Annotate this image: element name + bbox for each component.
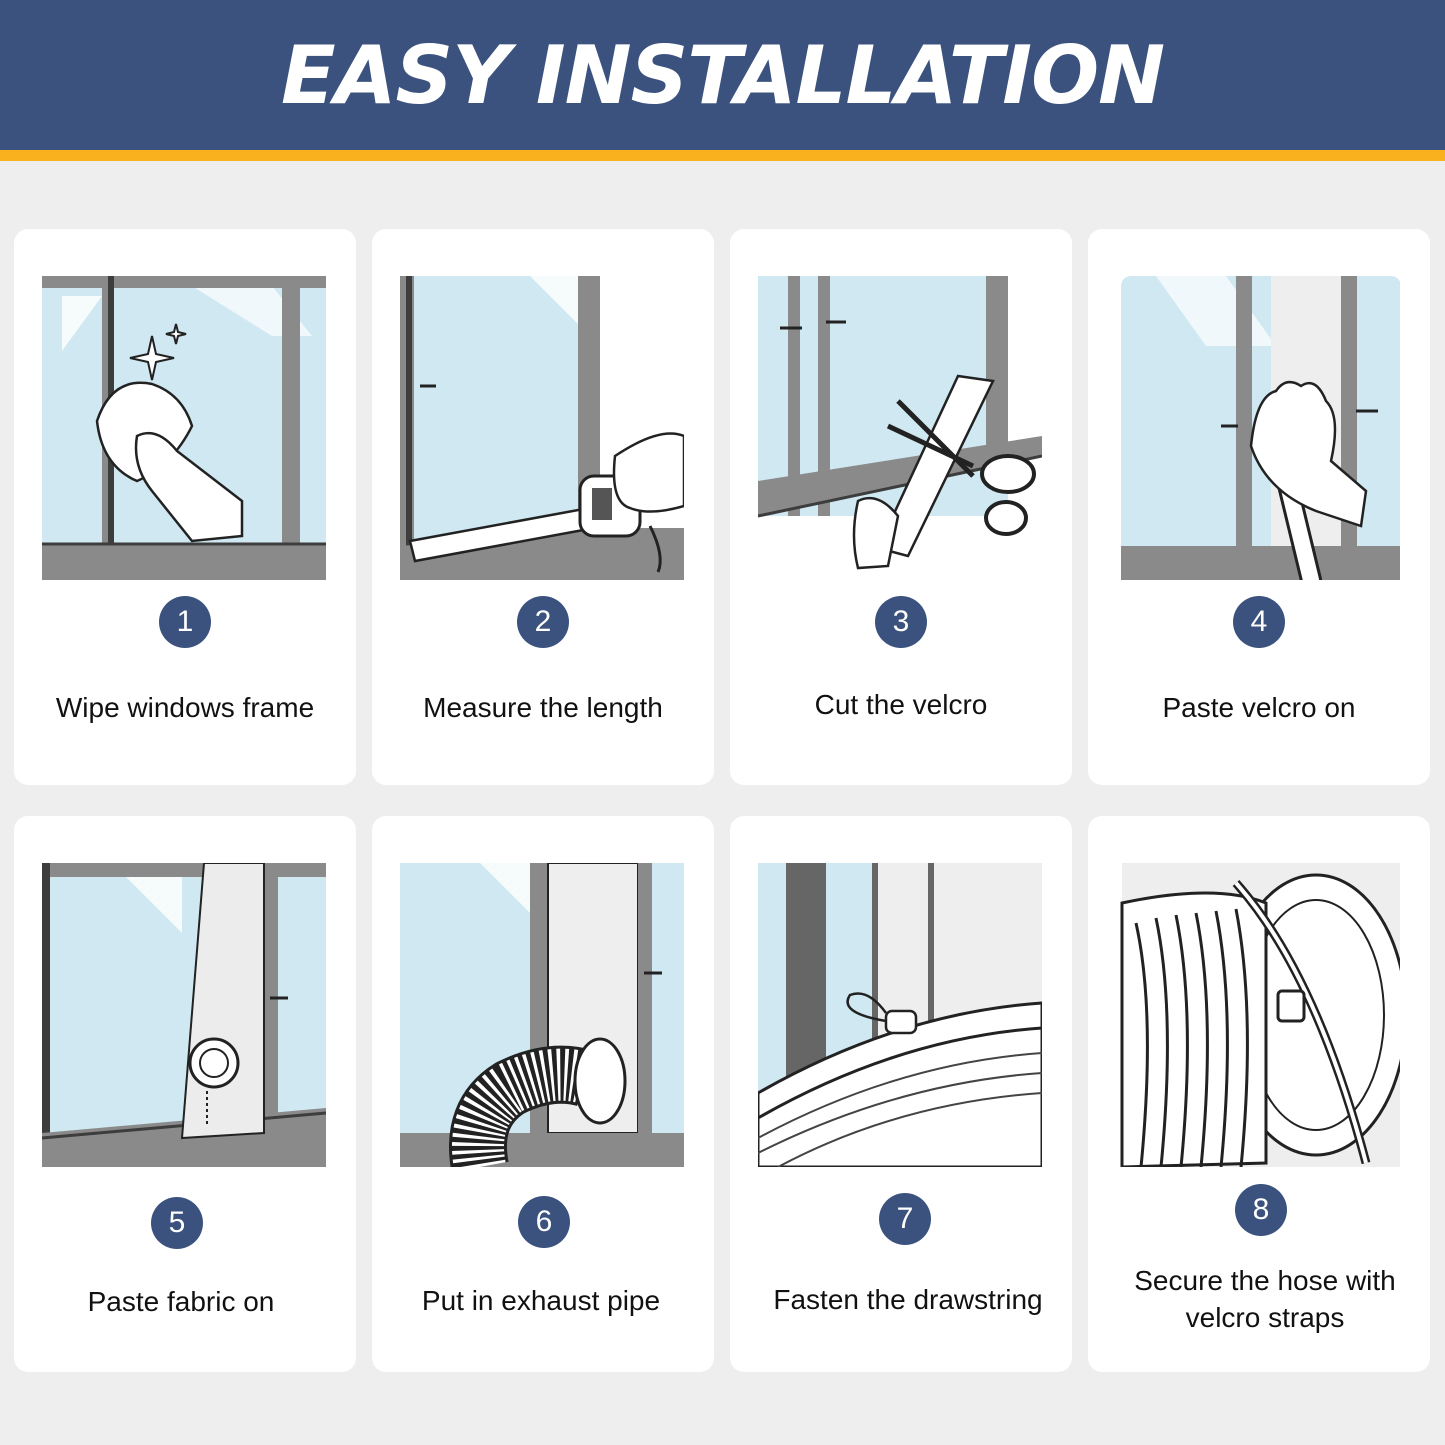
exhaust-pipe-icon: [400, 863, 684, 1167]
page-title: EASY INSTALLATION: [280, 28, 1165, 122]
tape-measure-icon: [400, 276, 684, 580]
step-number-badge: 3: [875, 596, 927, 648]
step-number-badge: 1: [159, 596, 211, 648]
fabric-seal-icon: [42, 863, 326, 1167]
step-card-4: 4 Paste velcro on: [1088, 229, 1430, 785]
wipe-window-icon: [42, 276, 326, 580]
step-label: Cut the velcro: [814, 689, 988, 720]
step-card-6: 6 Put in exhaust pipe: [372, 816, 714, 1372]
step-number-badge: 2: [517, 596, 569, 648]
step-label: Paste velcro on: [1162, 692, 1356, 723]
step-card-7: 7 Fasten the drawstring: [730, 816, 1072, 1372]
velcro-strap-icon: [1116, 863, 1400, 1167]
step-card-8: 8 Secure the hose with velcro straps: [1088, 816, 1430, 1372]
step-label: Paste fabric on: [87, 1286, 275, 1317]
step-number-badge: 8: [1235, 1184, 1287, 1236]
step-number-badge: 7: [879, 1193, 931, 1245]
step-label: Wipe windows frame: [55, 692, 315, 723]
step-label: Fasten the drawstring: [773, 1284, 1043, 1315]
hand-press-icon: [1116, 276, 1400, 580]
scissors-icon: [758, 276, 1042, 580]
accent-stripe: [0, 150, 1445, 161]
step-label: Secure the hose with velcro straps: [1134, 1265, 1396, 1333]
step-number-badge: 4: [1233, 596, 1285, 648]
step-card-5: 5 Paste fabric on: [14, 816, 356, 1372]
header-banner: EASY INSTALLATION: [0, 0, 1445, 150]
step-label: Measure the length: [423, 692, 663, 723]
step-number-badge: 5: [151, 1197, 203, 1249]
step-label: Put in exhaust pipe: [421, 1285, 661, 1316]
step-card-3: 3 Cut the velcro: [730, 229, 1072, 785]
step-card-2: 2 Measure the length: [372, 229, 714, 785]
drawstring-icon: [758, 863, 1042, 1167]
step-card-1: 1 Wipe windows frame: [14, 229, 356, 785]
step-number-badge: 6: [518, 1196, 570, 1248]
